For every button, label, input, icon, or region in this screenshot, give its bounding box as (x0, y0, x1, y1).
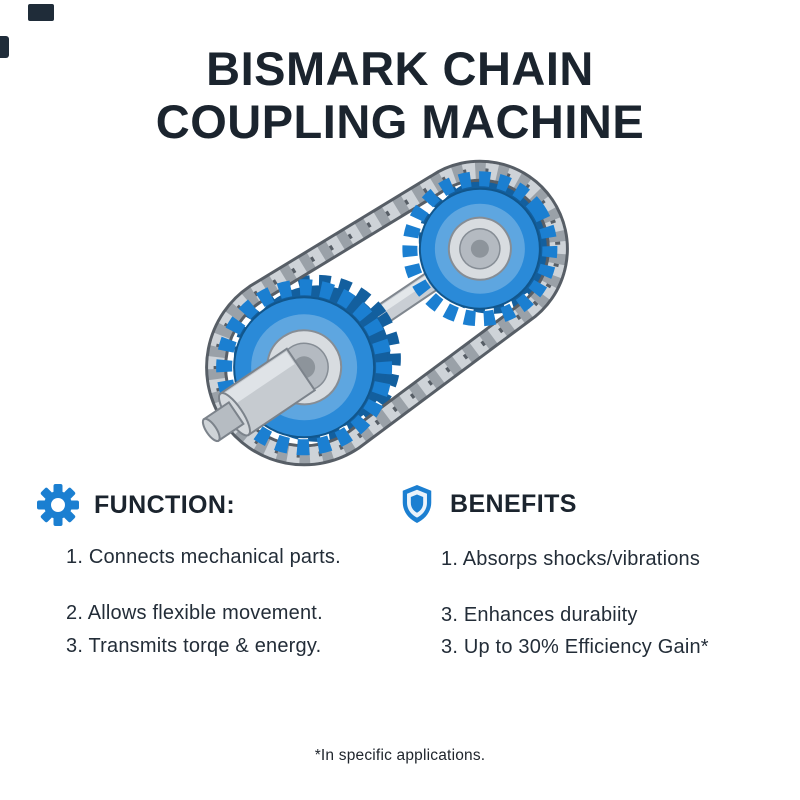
benefits-item-3: 3. Up to 30% Efficiency Gain* (441, 636, 709, 658)
corner-artifact (28, 4, 54, 21)
footnote: *In specific applications. (314, 747, 486, 764)
chain-coupling-illustration (0, 150, 800, 480)
chain-coupling-svg (201, 159, 569, 467)
edge-artifact (0, 36, 9, 58)
shield-icon (398, 483, 436, 525)
page-title: BISMARK CHAIN COUPLING MACHINE (0, 42, 800, 148)
right-sprocket-teeth (402, 171, 558, 327)
function-item-3: 3. Transmits torqe & energy. (66, 635, 322, 657)
benefits-heading: BENEFITS (450, 489, 577, 518)
function-header: FUNCTION: (36, 483, 235, 527)
title-line-2: COUPLING MACHINE (155, 95, 645, 149)
front-shaft-stub (201, 347, 317, 443)
function-heading: FUNCTION: (94, 490, 236, 519)
function-item-1: 1. Connects mechanical parts. (66, 546, 341, 568)
benefits-header: BENEFITS (398, 483, 577, 525)
title-line-1: BISMARK CHAIN (206, 42, 594, 95)
benefits-item-1: 1. Absorps shocks/vibrations (441, 548, 701, 570)
right-sprocket (418, 187, 541, 310)
benefits-item-2: 3. Enhances durabiity (441, 604, 638, 626)
gear-icon (36, 483, 80, 527)
function-item-2: 2. Allows flexible movement. (66, 602, 323, 624)
